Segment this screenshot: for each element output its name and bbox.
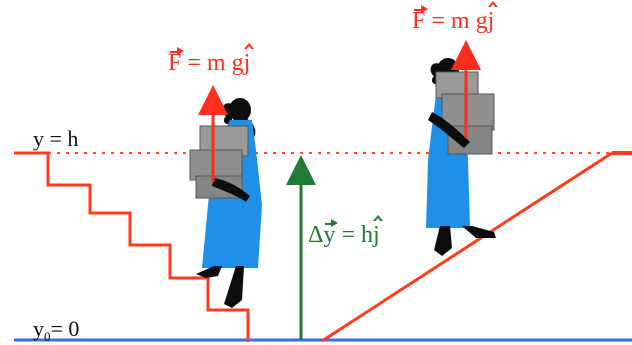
force-label-right: F = m gj [412,1,498,35]
right-person-shoe-2 [462,226,496,238]
force-left-vector: F [168,47,185,76]
force-label-left: F = m gj [168,43,254,77]
force-right-expression: = m g [425,8,488,34]
force-right-vector: F [412,5,429,34]
right-person-arm-front [428,112,470,148]
displacement-unit: j [372,215,383,248]
ramp [321,151,613,343]
height-label: y = h [33,126,79,151]
left-person-arm-front [212,178,250,202]
left-person-shoe-1 [196,266,222,278]
right-person-shoe-1 [434,226,452,256]
ground-label: y0= 0 [33,316,79,345]
force-left-unit: j [243,43,254,76]
ground-label-y: y [33,316,44,341]
displacement-prefix: Δ [308,222,324,248]
ground-label-subscript: 0 [44,329,51,344]
displacement-label: Δy = hj [308,215,383,249]
displacement-vector: y [323,219,339,248]
left-person-head [229,98,251,122]
ground-label-rest: = 0 [50,316,80,341]
left-person-shoe-2 [224,266,244,308]
force-left-expression: = m g [181,50,244,76]
left-person-icon [189,98,262,308]
displacement-expression: = h [335,222,373,248]
right-box-middle [441,93,495,131]
force-right-unit: j [487,1,498,34]
staircase [14,151,250,342]
left-box-middle [189,149,243,181]
right-person-icon [426,58,496,256]
